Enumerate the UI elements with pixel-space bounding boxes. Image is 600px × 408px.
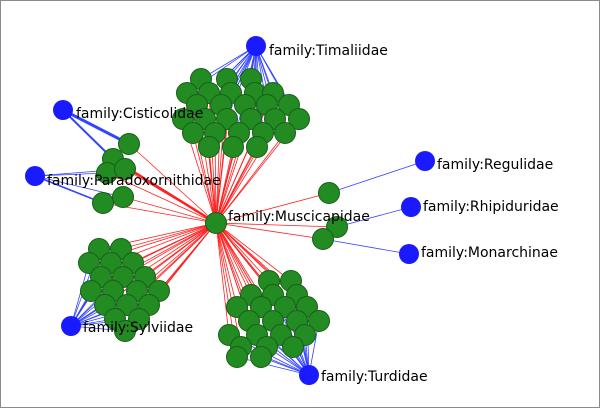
- center-edge: [208, 146, 217, 224]
- family-node-turdidae[interactable]: [299, 365, 319, 385]
- center-label: family:Muscicapidae: [228, 209, 370, 225]
- center-edge: [215, 146, 234, 224]
- center-edge: [120, 222, 217, 250]
- family-edge: [336, 206, 412, 228]
- species-node[interactable]: [240, 108, 262, 130]
- center-edge: [215, 222, 252, 296]
- species-node[interactable]: [250, 296, 272, 318]
- species-node[interactable]: [222, 136, 244, 158]
- family-edge: [62, 109, 114, 160]
- center-edge: [215, 222, 338, 228]
- species-node[interactable]: [250, 346, 272, 368]
- species-node[interactable]: [216, 108, 238, 130]
- species-node[interactable]: [198, 136, 220, 158]
- center-edge: [215, 132, 286, 224]
- family-node-cisticolidae[interactable]: [53, 100, 73, 120]
- species-node[interactable]: [116, 294, 138, 316]
- center-edge: [90, 222, 217, 292]
- species-node[interactable]: [118, 133, 140, 155]
- center-edge: [215, 222, 292, 282]
- family-label-paradoxornithidae: family:Paradoxornithidae: [47, 173, 221, 189]
- family-node-timaliidae[interactable]: [246, 36, 266, 56]
- family-node-monarchinae[interactable]: [399, 244, 419, 264]
- center-edge: [215, 222, 324, 240]
- species-node[interactable]: [182, 122, 204, 144]
- center-edge: [215, 222, 270, 282]
- center-edge: [215, 146, 258, 224]
- species-node[interactable]: [112, 186, 134, 208]
- species-node[interactable]: [318, 182, 340, 204]
- family-label-rhipiduridae: family:Rhipiduridae: [423, 199, 559, 215]
- species-node[interactable]: [246, 136, 268, 158]
- family-label-turdidae: family:Turdidae: [321, 369, 428, 385]
- center-edge: [106, 172, 217, 224]
- species-node[interactable]: [80, 280, 102, 302]
- center-edge: [215, 222, 238, 308]
- species-node[interactable]: [308, 310, 330, 332]
- family-node-regulidae[interactable]: [415, 151, 435, 171]
- center-node[interactable]: [205, 212, 227, 234]
- family-node-paradoxornithidae[interactable]: [25, 166, 45, 186]
- center-edge: [128, 143, 217, 224]
- family-label-regulidae: family:Regulidae: [437, 157, 553, 173]
- species-node[interactable]: [114, 320, 136, 342]
- family-label-sylviidae: family:Sylviidae: [83, 320, 193, 336]
- species-node[interactable]: [78, 252, 100, 274]
- family-edge: [236, 356, 310, 376]
- species-node[interactable]: [92, 192, 114, 214]
- family-edge: [34, 175, 104, 204]
- family-label-monarchinae: family:Monarchinae: [421, 245, 558, 261]
- family-edge: [328, 160, 426, 194]
- center-edge: [215, 222, 230, 336]
- labels-layer: family:Timaliidae family:Cisticolidae fami…: [47, 43, 559, 385]
- species-node[interactable]: [274, 122, 296, 144]
- family-label-timaliidae: family:Timaliidae: [269, 43, 388, 59]
- species-node[interactable]: [114, 158, 136, 180]
- family-edge: [34, 172, 108, 177]
- nodes-layer: [25, 36, 435, 385]
- center-edge: [192, 132, 217, 224]
- species-node[interactable]: [288, 108, 310, 130]
- species-node[interactable]: [282, 336, 304, 358]
- species-node[interactable]: [226, 296, 248, 318]
- center-edge: [122, 196, 217, 224]
- species-node[interactable]: [326, 216, 348, 238]
- family-edge: [62, 108, 130, 146]
- family-node-sylviidae[interactable]: [61, 316, 81, 336]
- family-label-cisticolidae: family:Cisticolidae: [76, 106, 203, 122]
- center-edge: [215, 222, 242, 348]
- family-node-rhipiduridae[interactable]: [401, 197, 421, 217]
- species-node[interactable]: [128, 308, 150, 330]
- species-node[interactable]: [274, 296, 296, 318]
- family-edge: [322, 238, 410, 255]
- center-edge: [215, 192, 330, 224]
- species-node[interactable]: [226, 346, 248, 368]
- species-node[interactable]: [312, 228, 334, 250]
